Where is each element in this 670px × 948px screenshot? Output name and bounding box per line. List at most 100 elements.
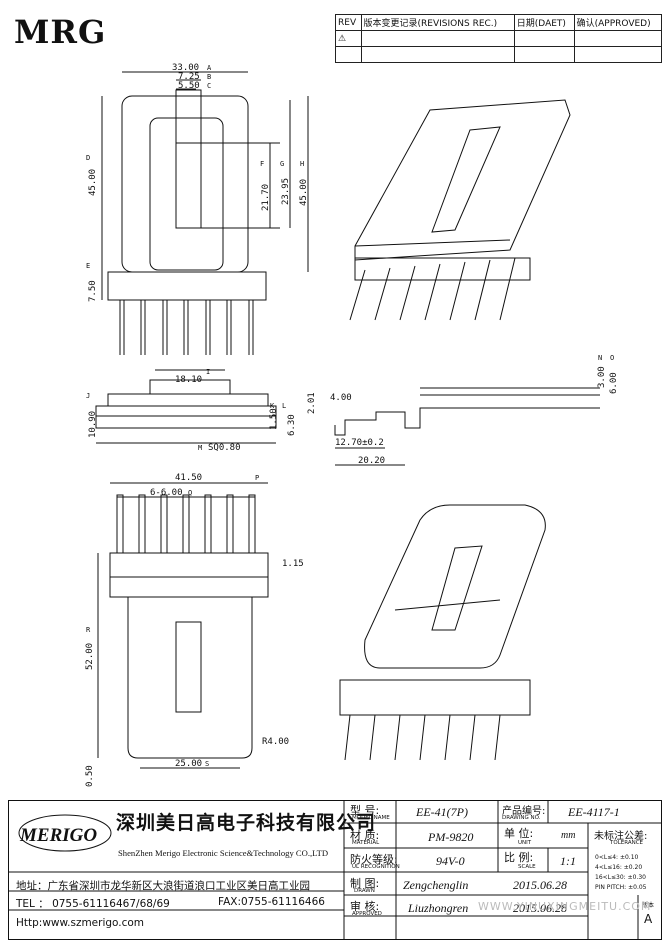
company-name-en: ShenZhen Merigo Electronic Science&Techn… [118, 848, 329, 858]
dim-25: 25.00 [175, 759, 202, 769]
svg-text:R: R [86, 626, 91, 634]
model-label: 型 号: [350, 804, 380, 817]
svg-text:I: I [206, 368, 210, 376]
svg-text:L: L [282, 402, 286, 410]
material-label: 材 质: [350, 829, 380, 842]
svg-text:B: B [207, 73, 211, 81]
dim-5-50: 5.50 [178, 81, 200, 91]
model-value: EE-41(7P) [416, 805, 468, 819]
scale-value: 1:1 [560, 854, 576, 868]
top-view-core-slot [175, 89, 202, 229]
material-label-en: MATERIAL [352, 840, 380, 846]
top-view-base [107, 271, 267, 301]
dimension-labels: 33.00 7.25 5.50 45.00 21.70 23.95 45.00 … [85, 63, 619, 787]
version-value: A [644, 912, 653, 926]
title-block: MERIGO 深圳美日高电子科技有限公司 ShenZhen Merigo Ele… [8, 800, 662, 940]
dim-41-50: 41.50 [175, 473, 202, 483]
approved-date: 2015.06.28 [513, 901, 567, 915]
svg-text:P: P [255, 474, 259, 482]
bottom-view-pins [116, 494, 256, 554]
top-view-pins [119, 300, 254, 355]
tolerance-row-1: 0<L≤4: ±0.10 [595, 854, 639, 861]
svg-text:H: H [300, 160, 304, 168]
company-fax: FAX:0755-61116466 [218, 896, 325, 908]
dim-6-30: 6.30 [287, 414, 297, 436]
approved-value: Liuzhongren [408, 901, 469, 915]
svg-text:C: C [207, 82, 211, 90]
unit-label: 单 位: [504, 827, 534, 840]
dim-3-00: 3.00 [597, 366, 607, 388]
tolerance-row-4: PIN PITCH: ±0.05 [595, 884, 647, 891]
drawn-date: 2015.06.28 [513, 878, 567, 892]
watermark: WWW.YINUXINGMEITU.COM [478, 900, 652, 913]
svg-text:Q: Q [188, 489, 192, 497]
tolerance-row-2: 4<L≤16: ±0.20 [595, 864, 643, 871]
dim-10-90: 10.90 [88, 411, 98, 438]
svg-text:E: E [86, 262, 90, 270]
bottom-view-core-slot [175, 621, 202, 713]
dim-1-15: 1.15 [282, 559, 304, 569]
ul-label-en: UL RECOGNITION [352, 864, 400, 870]
company-address: 地址：广东省深圳市龙华新区大浪街道浪口工业区美日高工业园 [16, 880, 310, 892]
technical-drawing: 33.00 7.25 5.50 45.00 21.70 23.95 45.00 … [85, 63, 619, 787]
approved-label: 审 核: [350, 900, 380, 913]
dim-6-00: 6.00 [609, 372, 619, 394]
tolerance-label: 未标注公差: [594, 831, 648, 842]
dim-33: 33.00 [172, 63, 199, 73]
company-tel: TEL ： 0755-61116467/68/69 [16, 898, 170, 910]
dim-sq0-80: SQ0.80 [208, 443, 241, 453]
svg-text:O: O [610, 354, 614, 362]
dim-45-right: 45.00 [299, 179, 309, 206]
drawn-label-en: DRAWN [354, 888, 375, 894]
tolerance-label-en: TOLERANCE [610, 840, 644, 846]
dim-45-left: 45.00 [88, 169, 98, 196]
scale-label: 比 例: [504, 851, 534, 864]
svg-text:S: S [205, 760, 209, 768]
drawing-no-label-en: DRAWING NO. [502, 815, 541, 821]
dim-4-00: 4.00 [330, 393, 352, 403]
drawn-value: Zengchenglin [403, 878, 469, 892]
brand-logo: MERIGO [20, 825, 98, 846]
dim-18-10: 18.10 [175, 375, 202, 385]
dim-23-95: 23.95 [281, 178, 291, 205]
dim-21-70: 21.70 [261, 184, 271, 211]
svg-text:J: J [86, 392, 90, 400]
drawing-no-value: EE-4117-1 [568, 805, 620, 819]
ul-value: 94V-0 [436, 854, 465, 868]
unit-label-en: UNIT [518, 840, 532, 846]
top-view-window [149, 117, 224, 271]
svg-text:A: A [207, 64, 212, 72]
ul-label: 防火等级: [350, 853, 398, 866]
approved-label-en: APPROVED [352, 911, 382, 917]
dim-2-01: 2.01 [307, 392, 317, 414]
svg-text:K: K [270, 402, 275, 410]
revision-table: REV 版本变更记录(REVISIONS REC.) 日期(DAET) 确认(A… [335, 14, 663, 63]
drawing-no-label: 产品编号: [502, 806, 546, 817]
dim-0-50: 0.50 [85, 765, 95, 787]
dim-r4: R4.00 [262, 737, 289, 747]
dim-12-70: 12.70±0.2 [335, 438, 384, 448]
top-view-outline [121, 95, 249, 273]
dim-7-25: 7.25 [178, 72, 200, 82]
dim-6x6: 6-6.00 [150, 488, 183, 498]
dim-7-50: 7.50 [88, 280, 98, 302]
svg-text:M: M [198, 444, 202, 452]
svg-text:D: D [86, 154, 90, 162]
company-name-cn: 深圳美日高电子科技有限公司 [116, 812, 377, 834]
dim-1-50: 1.50 [269, 408, 279, 430]
svg-text:F: F [260, 160, 264, 168]
svg-text:N: N [598, 354, 602, 362]
model-label-en: MODEL NAME [352, 815, 390, 821]
tolerance-row-3: 16<L≤30: ±0.30 [595, 874, 646, 881]
iso-top-pins [349, 257, 516, 321]
dim-20-20: 20.20 [358, 456, 385, 466]
company-url: Http:www.szmerigo.com [16, 917, 145, 929]
drawn-label: 制 图: [350, 877, 380, 890]
company-logo: MRG [14, 13, 107, 51]
material-value: PM-9820 [428, 830, 474, 844]
unit-value: mm [561, 830, 576, 841]
version-label: 版本 [642, 902, 655, 909]
iso-bottom-pins [344, 714, 501, 761]
dim-52: 52.00 [85, 643, 95, 670]
scale-label-en: SCALE [518, 864, 536, 870]
